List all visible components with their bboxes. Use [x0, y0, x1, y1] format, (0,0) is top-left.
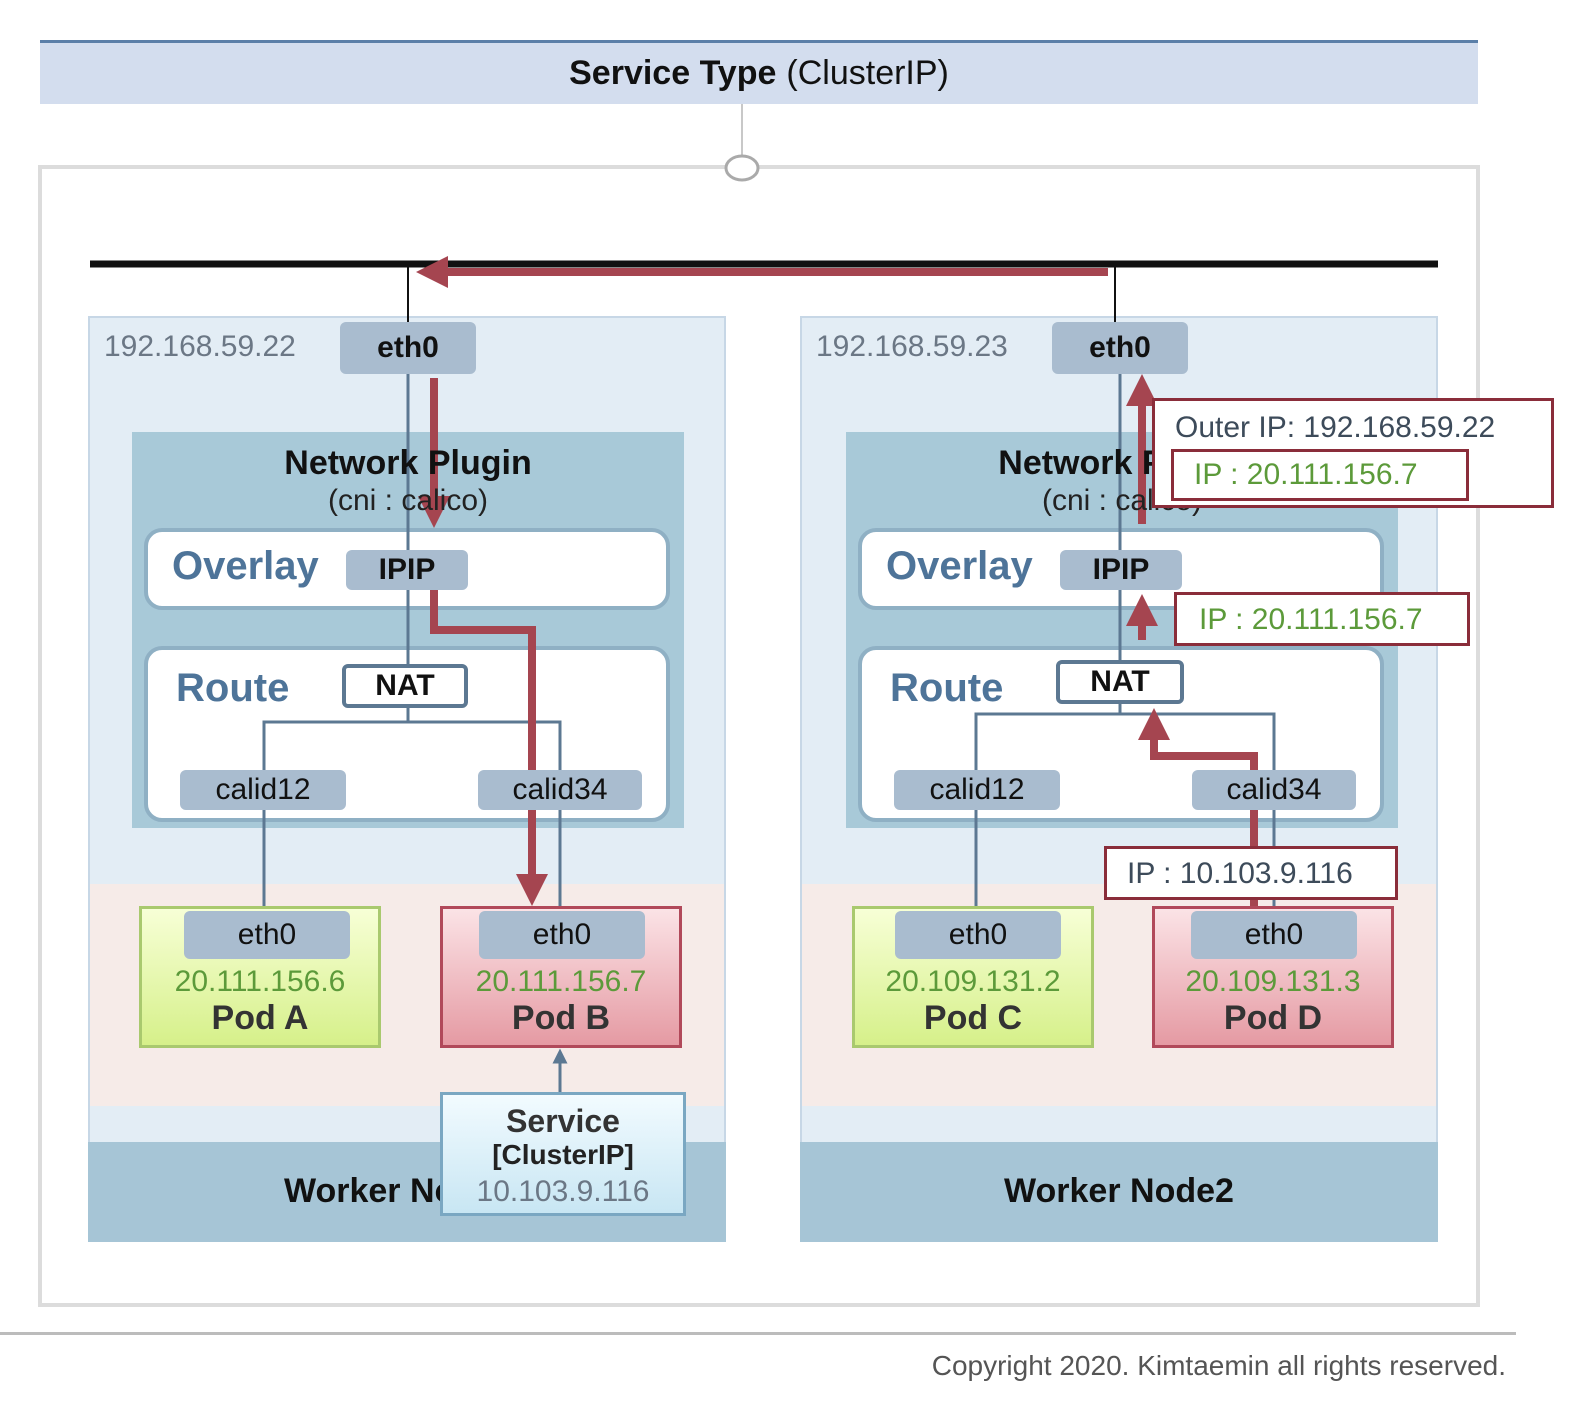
service-ip: 10.103.9.116: [476, 1175, 650, 1208]
pod-b-ip: 20.111.156.7: [475, 965, 647, 998]
pod-b-eth0: eth0: [479, 911, 645, 959]
pod-d-ip: 20.109.131.3: [1185, 965, 1361, 998]
node2-overlay-label: Overlay: [886, 544, 1033, 588]
pod-d[interactable]: eth0 20.109.131.3 Pod D: [1152, 906, 1394, 1048]
outer-ip-callout: Outer IP: 192.168.59.22 IP : 20.111.156.…: [1152, 398, 1554, 508]
pod-c-eth0: eth0: [895, 911, 1061, 959]
pod-a[interactable]: eth0 20.111.156.6 Pod A: [139, 906, 381, 1048]
node1-plugin-sub: (cni : calico): [327, 484, 489, 517]
pod-a-name: Pod A: [211, 999, 309, 1037]
node1-calid12: calid12: [180, 770, 346, 810]
node-footer-2: [800, 1142, 1438, 1242]
node2-nat: NAT: [1056, 660, 1184, 704]
header-title-bold: Service Type: [569, 54, 777, 92]
copyright-text: Copyright 2020. Kimtaemin all rights res…: [931, 1350, 1506, 1381]
node1-eth0: eth0: [340, 322, 476, 374]
pod-b-name: Pod B: [511, 999, 611, 1037]
pod-c-ip: 20.109.131.2: [885, 965, 1061, 998]
service-clusterip-box[interactable]: Service [ClusterIP] 10.103.9.116: [440, 1092, 686, 1216]
header-junction-circle: [724, 154, 760, 182]
inner-ip-text: IP : 20.111.156.7: [1194, 458, 1418, 491]
node2-ipip: IPIP: [1060, 550, 1182, 590]
pod-a-eth0: eth0: [184, 911, 350, 959]
header-title-rest: (ClusterIP): [786, 54, 949, 92]
node1-plugin-title: Network Plugin: [284, 444, 532, 482]
node1-overlay-label: Overlay: [172, 544, 319, 588]
pod-d-name: Pod D: [1223, 999, 1323, 1037]
node2-footer-label: Worker Node2: [1004, 1172, 1234, 1210]
after-nat-ip-text: IP : 20.111.156.7: [1199, 603, 1423, 636]
pod-c[interactable]: eth0 20.109.131.2 Pod C: [852, 906, 1094, 1048]
node1-host-ip: 192.168.59.22: [104, 330, 296, 363]
inner-ip-box: IP : 20.111.156.7: [1171, 449, 1469, 501]
node1-route-label: Route: [176, 666, 290, 710]
service-title: Service: [506, 1103, 620, 1139]
pod-d-eth0: eth0: [1191, 911, 1357, 959]
after-nat-ip-callout: IP : 20.111.156.7: [1174, 592, 1470, 646]
node1-calid34: calid34: [478, 770, 642, 810]
node2-route-label: Route: [890, 666, 1004, 710]
pod-c-name: Pod C: [923, 999, 1023, 1037]
pod-src-ip-callout: IP : 10.103.9.116: [1104, 846, 1398, 900]
node2-calid12: calid12: [894, 770, 1060, 810]
pod-a-ip: 20.111.156.6: [174, 965, 346, 998]
node1-ipip: IPIP: [346, 550, 468, 590]
node1-nat: NAT: [342, 664, 468, 708]
footer-divider: [0, 1332, 1516, 1335]
node2-eth0: eth0: [1052, 322, 1188, 374]
service-type-header: Service Type (ClusterIP): [40, 40, 1478, 104]
pod-src-ip-text: IP : 10.103.9.116: [1127, 857, 1353, 890]
service-type: [ClusterIP]: [492, 1139, 634, 1170]
node2-host-ip: 192.168.59.23: [816, 330, 1008, 363]
node2-calid34: calid34: [1192, 770, 1356, 810]
pod-b[interactable]: eth0 20.111.156.7 Pod B: [440, 906, 682, 1048]
outer-ip-text: Outer IP: 192.168.59.22: [1175, 411, 1496, 444]
